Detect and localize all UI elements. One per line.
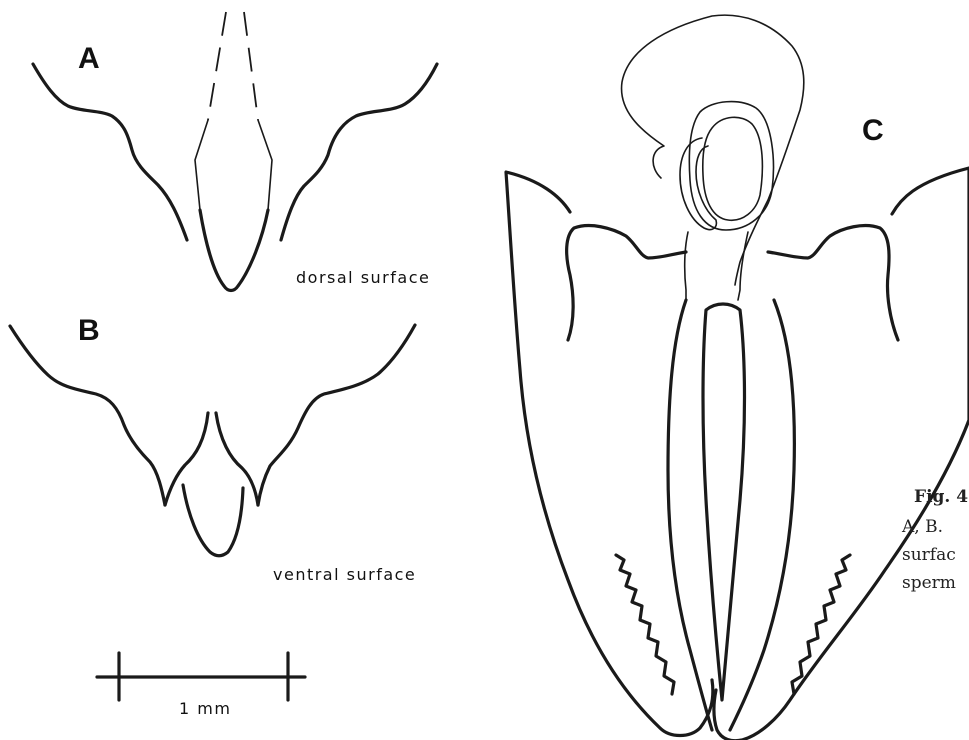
panel-a-left-wing xyxy=(33,64,187,240)
panel-a: A dorsal surface xyxy=(33,12,437,291)
panel-a-central-lobe xyxy=(200,210,268,291)
panel-c-left-wing-inner xyxy=(567,226,686,340)
panel-c-neck-left xyxy=(685,232,688,300)
panel-b-label: ventral surface xyxy=(273,565,416,584)
panel-a-label: dorsal surface xyxy=(296,268,430,287)
panel-a-letter: A xyxy=(78,42,100,75)
caption-line-1: A, B. xyxy=(901,517,943,537)
panel-a-dashed-left xyxy=(208,12,226,120)
panel-c-letter: C xyxy=(862,114,884,147)
scale-bar: 1 mm xyxy=(97,653,305,718)
caption-line-3: sperm xyxy=(902,573,956,593)
panel-b-letter: B xyxy=(78,314,100,347)
panel-c: C xyxy=(506,15,969,740)
panel-a-dashed-right xyxy=(244,12,258,120)
panel-c-right-wing-inner xyxy=(768,226,898,340)
panel-c-head-outline xyxy=(622,15,804,285)
panel-b-left-wing xyxy=(10,326,165,505)
scale-bar-label: 1 mm xyxy=(179,699,231,718)
caption: Fig. 4 A, B. surfac sperm xyxy=(901,487,968,593)
panel-c-left-wing-outer xyxy=(506,172,713,736)
panel-c-left-serration xyxy=(616,555,674,694)
panel-b-right-wing xyxy=(258,325,415,505)
panel-c-right-serration xyxy=(792,555,850,694)
panel-c-sclerite-outer xyxy=(689,102,773,230)
caption-fig-label: Fig. 4 xyxy=(914,487,968,507)
panel-b-central-lobe xyxy=(183,485,243,556)
panel-b-inner-right-flap xyxy=(216,413,258,505)
panel-a-right-wing xyxy=(281,64,437,240)
caption-line-2: surfac xyxy=(902,545,956,565)
panel-c-sclerite-loop xyxy=(680,138,716,230)
panel-c-sclerite-stippled xyxy=(703,117,763,220)
panel-b: B ventral surface xyxy=(10,314,416,584)
panel-c-right-wing-outer xyxy=(714,168,969,740)
panel-b-inner-left-flap xyxy=(165,413,208,505)
panel-c-tube-inner xyxy=(703,304,745,700)
panel-a-central-lobe-outline xyxy=(195,120,272,210)
